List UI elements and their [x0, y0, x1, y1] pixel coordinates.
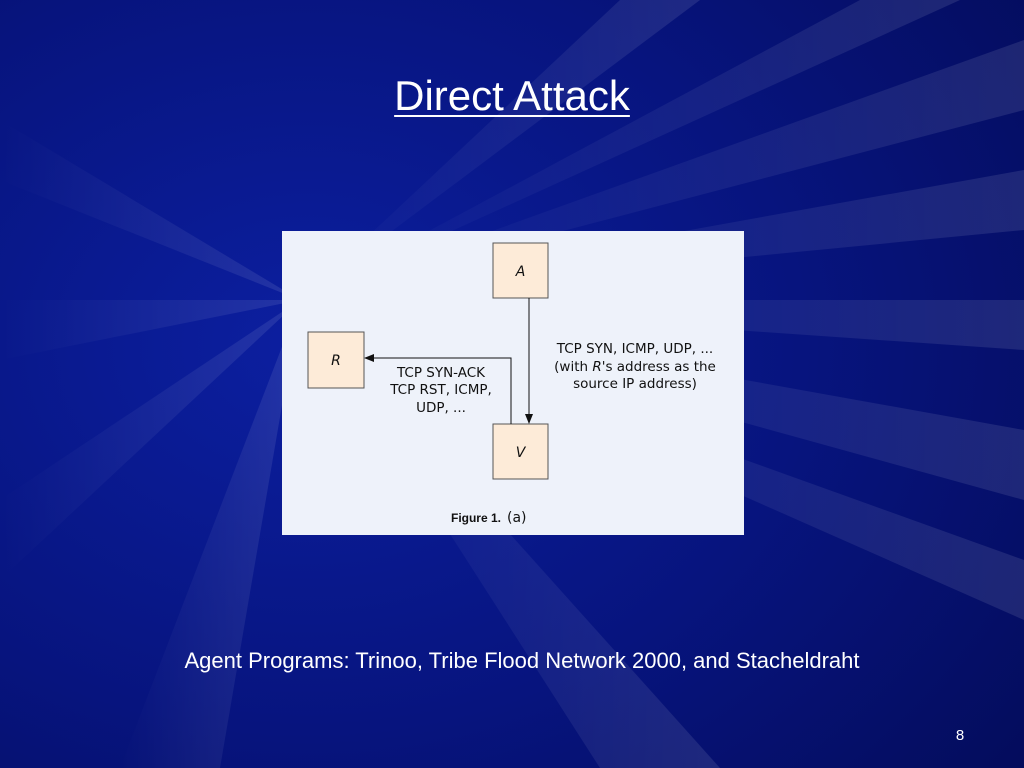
edge-a-to-v-line3: source IP address) [573, 376, 697, 392]
node-a-label: A [515, 264, 526, 280]
node-r-box [307, 331, 365, 389]
agent-programs-text: Agent Programs: Trinoo, Tribe Flood Netw… [184, 648, 860, 673]
node-a-box [492, 242, 549, 299]
edge-v-to-r-line2: TCP RST, ICMP, [389, 382, 492, 398]
figure-caption: Figure 1. (a) [451, 510, 527, 526]
edge-a-to-v-label: TCP SYN, ICMP, UDP, ... (with R's addres… [554, 341, 716, 392]
edge-a-to-v-line2: (with R's address as the [554, 359, 716, 375]
slide-title: Direct Attack [394, 72, 630, 119]
node-a: A [492, 242, 549, 299]
figure-caption-sub: (a) [507, 510, 527, 526]
edge-v-to-r-label: TCP SYN-ACK TCP RST, ICMP, UDP, ... [389, 365, 492, 416]
node-r: R [307, 331, 365, 389]
diagram-canvas: A R V TCP SYN, ICMP, UDP, ... (with R's … [307, 242, 716, 526]
node-v-box [492, 423, 549, 480]
edge-a-to-v-line1: TCP SYN, ICMP, UDP, ... [556, 341, 713, 357]
diagram-figure: A R V TCP SYN, ICMP, UDP, ... (with R's … [282, 231, 744, 535]
page-number: 8 [955, 727, 965, 744]
node-v: V [492, 423, 549, 480]
edge-v-to-r-arrow [364, 354, 512, 424]
edge-v-to-r-line3: UDP, ... [416, 400, 466, 416]
edge-v-to-r-line1: TCP SYN-ACK [396, 365, 486, 381]
node-r-label: R [331, 353, 341, 369]
figure-caption-label: Figure 1. [451, 511, 501, 525]
node-v-label: V [516, 445, 527, 461]
